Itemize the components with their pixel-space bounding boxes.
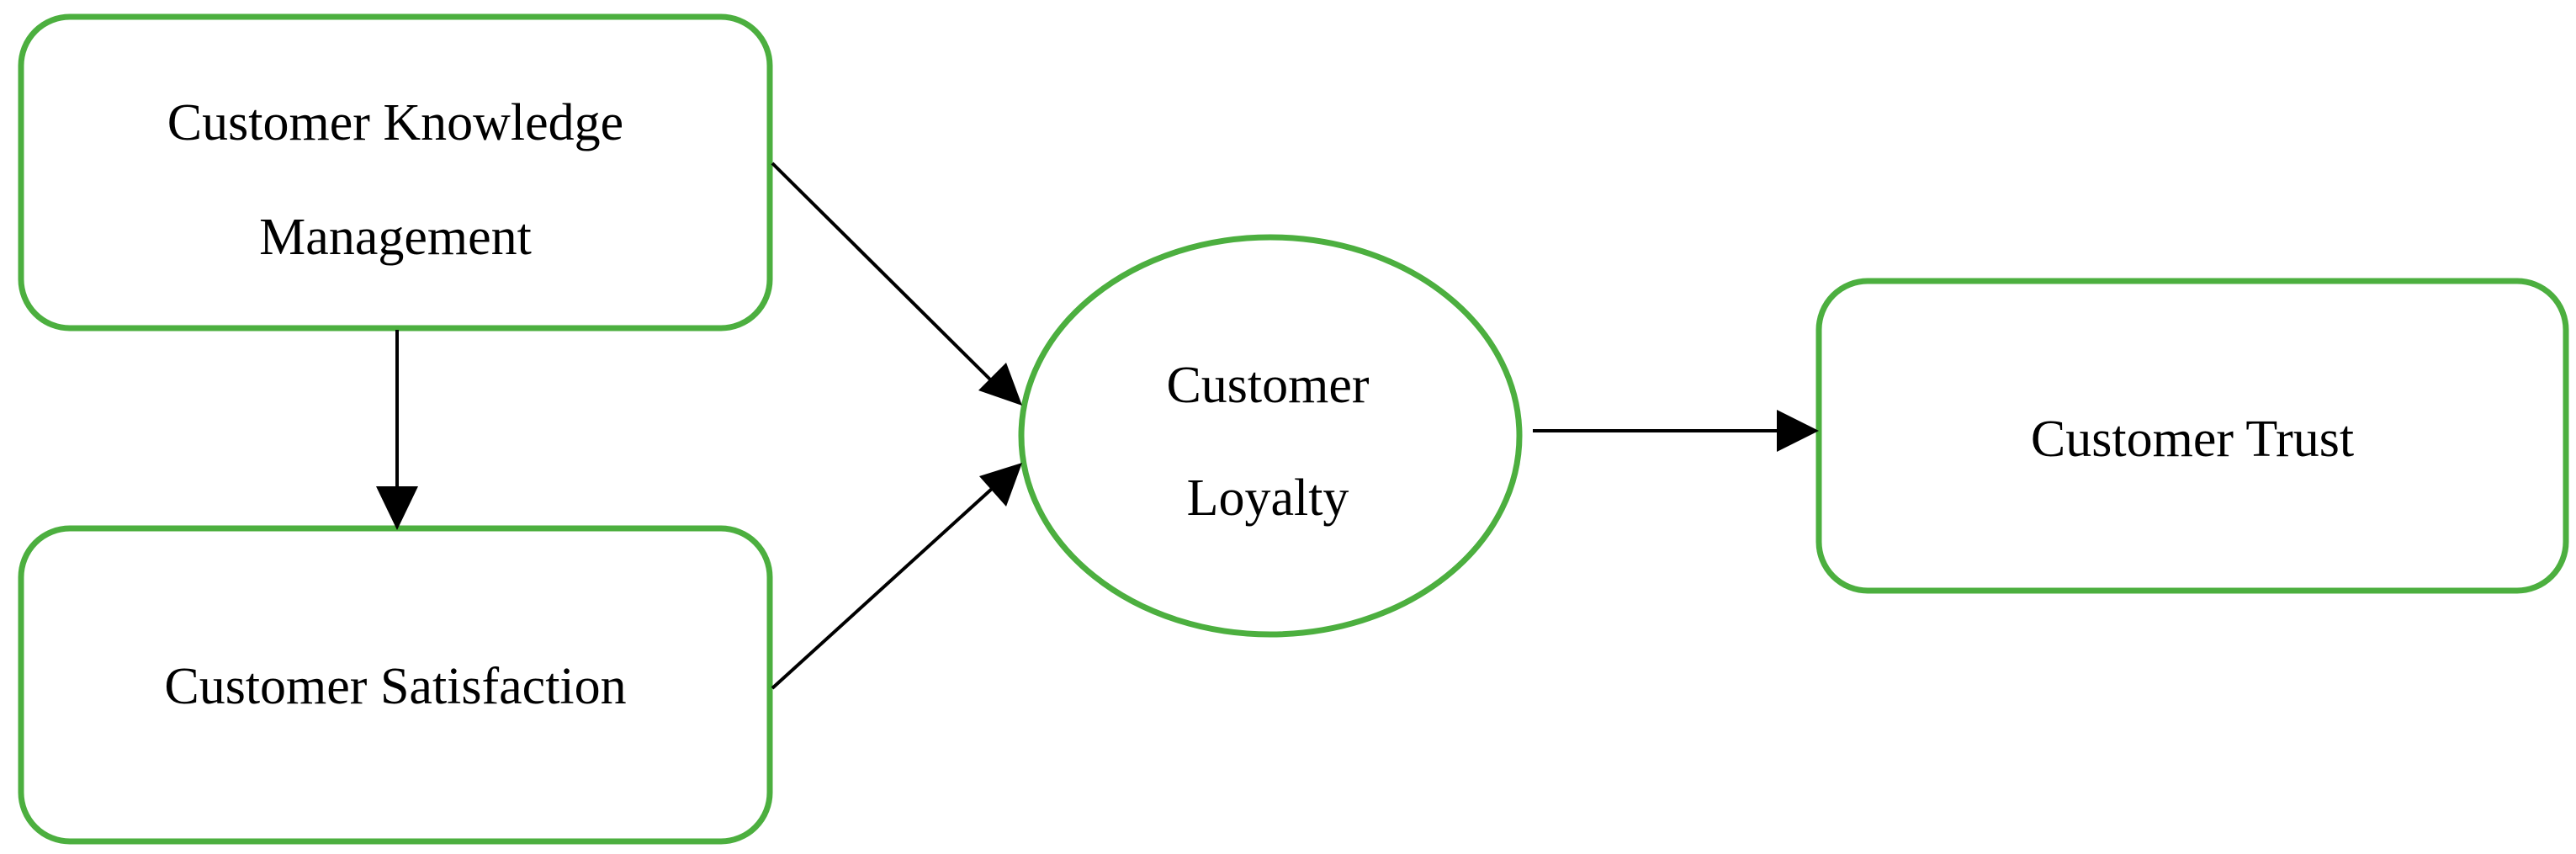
arrow-satisfaction-to-loyalty (771, 463, 1022, 690)
arrowhead-icon (978, 363, 1022, 406)
node-customer-knowledge-management: Customer Knowledge Management (18, 13, 773, 332)
node-box (18, 525, 773, 845)
node-customer-satisfaction: Customer Satisfaction (18, 525, 773, 845)
arrow-line (771, 162, 994, 384)
node-ellipse (1018, 234, 1523, 638)
node-box (1815, 278, 2569, 594)
node-label-line-1: Customer (1166, 357, 1369, 414)
node-customer-loyalty: Customer Loyalty (1018, 234, 1523, 638)
arrow-line (771, 486, 994, 690)
arrowhead-icon (979, 463, 1022, 507)
arrowhead-icon (376, 486, 418, 530)
node-box (18, 13, 773, 332)
node-label-line-2: Loyalty (1187, 469, 1349, 527)
arrowhead-icon (1777, 410, 1819, 452)
node-customer-trust: Customer Trust (1815, 278, 2569, 594)
node-label: Customer Trust (2031, 411, 2354, 468)
arrow-ckm-to-loyalty (771, 162, 1022, 406)
arrow-loyalty-to-trust (1533, 410, 1819, 452)
node-label: Customer Satisfaction (164, 658, 626, 715)
node-label-line-2: Management (259, 209, 532, 266)
arrow-ckm-to-satisfaction (376, 330, 418, 530)
node-label-line-1: Customer Knowledge (167, 94, 623, 151)
